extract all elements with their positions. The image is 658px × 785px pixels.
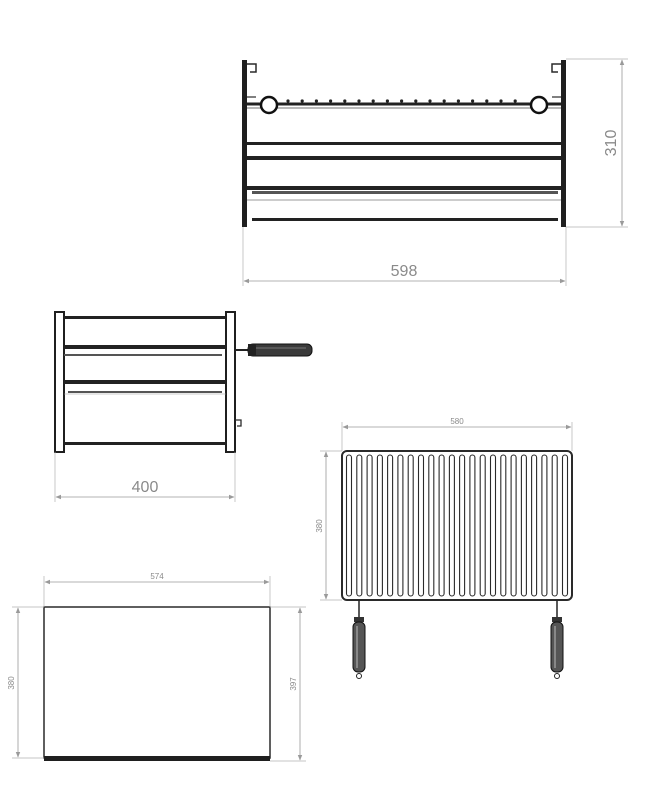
grill-bar: [345, 454, 353, 597]
dimension-grill-380: 380: [315, 519, 324, 533]
grill-bar: [510, 454, 517, 597]
spit-peg: [371, 99, 375, 103]
spit-peg: [343, 99, 347, 103]
grill-bar: [448, 454, 455, 597]
grill-bar: [417, 454, 425, 597]
grill-bar: [397, 454, 404, 597]
grill-bar: [531, 454, 538, 597]
grill-bars: [345, 454, 569, 597]
grill-bar: [520, 454, 527, 597]
front-right-post: [561, 60, 566, 227]
spit-peg: [442, 99, 446, 103]
tray-lip: [44, 756, 270, 761]
spit-peg: [414, 99, 418, 103]
side-view: 400: [54, 311, 313, 502]
grill-bar: [469, 454, 476, 597]
spit-peg: [385, 99, 389, 103]
spit-peg: [499, 99, 503, 103]
side-bar-3: [64, 354, 222, 356]
spit-pegs: [286, 99, 517, 103]
grill-bar: [407, 454, 414, 597]
side-bar-1: [64, 316, 226, 319]
dimension-574: 574: [150, 572, 164, 581]
front-right-hook: [551, 63, 561, 73]
front-left-hook: [247, 63, 257, 73]
dimension-580: 580: [450, 417, 464, 426]
side-left-post: [54, 311, 65, 453]
spit-peg: [314, 99, 318, 103]
side-bar-6: [64, 442, 226, 445]
grill-bar: [479, 454, 486, 597]
grill-bar: [489, 454, 497, 597]
side-right-post: [225, 311, 236, 453]
front-bar-3: [247, 186, 561, 190]
spit-peg: [329, 99, 333, 103]
grill-frame: [341, 450, 573, 601]
spit-peg: [428, 99, 432, 103]
grill-handle-left: [352, 617, 366, 679]
grill-bar: [500, 454, 507, 597]
spit-peg: [300, 99, 304, 103]
tray-outline: [43, 606, 271, 759]
spit-peg: [513, 99, 517, 103]
spit-peg: [456, 99, 460, 103]
grill-handle-right: [550, 617, 564, 679]
spit-wheel-right: [529, 95, 549, 115]
side-bar-2: [64, 345, 226, 349]
grill-bar: [459, 454, 466, 597]
grill-bar: [561, 454, 569, 597]
front-bar-5: [252, 218, 558, 221]
grill-bar: [438, 454, 445, 597]
grill-bar: [376, 454, 383, 597]
grill-bar: [387, 454, 394, 597]
spit-peg: [471, 99, 475, 103]
front-bar-1: [247, 142, 561, 145]
grill-bar: [366, 454, 373, 597]
dimension-400: 400: [132, 479, 159, 496]
front-view: 310 598: [242, 58, 628, 286]
grill-top-view: 580 380: [315, 417, 573, 679]
spit-peg: [485, 99, 489, 103]
side-bar-4: [64, 380, 226, 384]
spit-wheel-left: [259, 95, 279, 115]
front-bar-2: [247, 156, 561, 160]
spit-peg: [400, 99, 404, 103]
front-left-post: [242, 60, 247, 227]
tray-top-view: 574 380 397: [7, 572, 306, 762]
crank-handle: [247, 343, 313, 357]
front-bar-4: [252, 191, 558, 194]
spit-peg: [357, 99, 361, 103]
grill-bar: [428, 454, 435, 597]
dimension-tray-380: 380: [7, 676, 16, 690]
grill-bar: [551, 454, 558, 597]
spit-peg: [286, 99, 290, 103]
grill-bar: [356, 454, 363, 597]
dimension-310: 310: [603, 130, 620, 157]
side-bar-5: [68, 391, 222, 393]
grill-bar: [541, 454, 548, 597]
dimension-397: 397: [289, 677, 298, 691]
dimension-598: 598: [391, 263, 418, 280]
